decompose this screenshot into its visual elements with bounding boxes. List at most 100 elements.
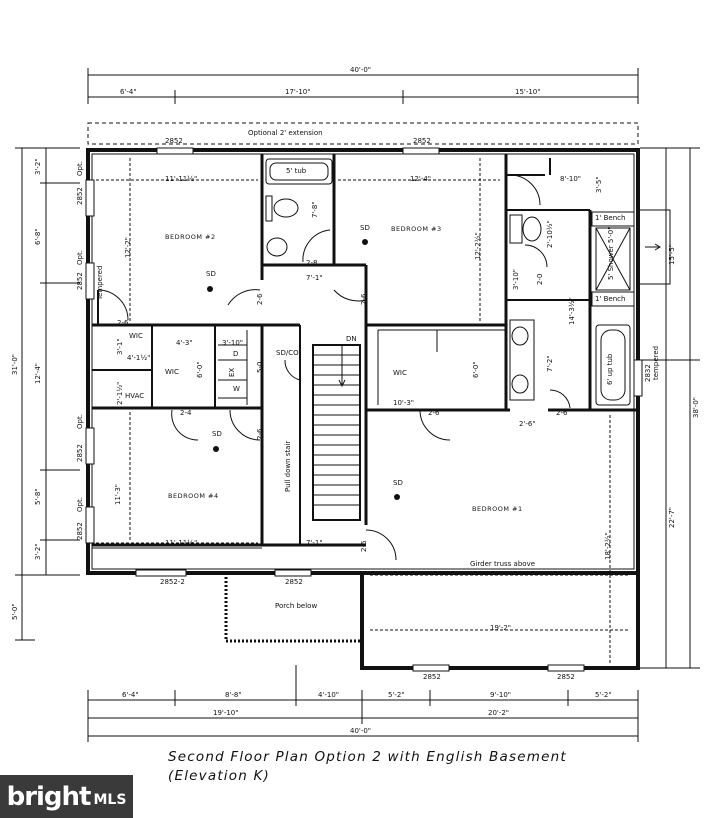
door-size: 5-0 — [256, 361, 264, 373]
dim-wic: 3'-10" — [222, 339, 244, 347]
smoke-detector-label: SD — [393, 479, 403, 487]
window-label: 2852 — [557, 673, 575, 681]
watermark-brand: bright — [6, 781, 92, 812]
dim-top-left: 6'-4" — [120, 88, 137, 96]
dim-bottom-overall: 40'-0" — [350, 727, 372, 735]
dim-wic3-width: 10'-3" — [393, 399, 415, 407]
room-bedroom-1: BEDROOM #1 — [472, 505, 523, 513]
window-label: 2852 — [76, 522, 84, 540]
dim-bedroom3-width: 12'-4" — [410, 175, 432, 183]
room-hvac: HVAC — [125, 392, 145, 400]
window-label: 2852-2 — [160, 578, 185, 586]
dim-bottom: 9'-10" — [490, 691, 512, 699]
washer-label: W — [233, 385, 240, 393]
bench-label: 1' Bench — [595, 214, 626, 222]
tempered-label: tempered — [652, 345, 660, 380]
dim-wic: 4'-1½" — [127, 354, 151, 362]
window-label: 2852 — [76, 272, 84, 290]
dim-left: 12'-4" — [34, 362, 42, 384]
opt-label: Opt. — [76, 414, 84, 429]
door-size: 2-6 — [256, 293, 264, 305]
dim-master-bath: 7'-2" — [546, 355, 554, 372]
dim-wic: 6'-0" — [196, 361, 204, 378]
room-wic: WIC — [165, 368, 179, 376]
dim-right-upper: 15'-5" — [668, 243, 676, 265]
room-bedroom-4: BEDROOM #4 — [168, 492, 219, 500]
dim-bath2: 2'-10½" — [546, 220, 554, 248]
dim-closet: 8'-10" — [560, 175, 582, 183]
door-size: 2-6 — [360, 540, 368, 552]
dim-bedroom2-depth: 12'-2" — [124, 236, 132, 258]
room-wic: WIC — [393, 369, 407, 377]
window-label: 2832 — [644, 364, 652, 382]
sd-co-label: SD/CO — [276, 349, 299, 357]
dim-bedroom1-width: 19'-2" — [490, 624, 512, 632]
brightmls-watermark: bright MLS — [0, 775, 133, 818]
dim-left: 6'-8" — [34, 228, 42, 245]
opt-label: Opt. — [76, 250, 84, 265]
window-label: 2852 — [165, 137, 183, 145]
smoke-detector-label: SD — [206, 270, 216, 278]
window-label: 2852 — [76, 187, 84, 205]
opt-label: Opt. — [76, 161, 84, 176]
watermark-suffix: MLS — [93, 791, 127, 808]
optional-extension-label: Optional 2' extension — [248, 129, 323, 137]
dim-wic3-depth: 6'-0" — [472, 361, 480, 378]
dim-hvac: 2'-1½" — [116, 381, 124, 405]
stair-down-label: DN — [346, 335, 357, 343]
opt-label: Opt. — [76, 497, 84, 512]
room-bedroom-3: BEDROOM #3 — [391, 225, 442, 233]
overall-width-top: 40'-0" — [350, 66, 372, 74]
smoke-detector-label: SD — [212, 430, 222, 438]
door-size: 2-8 — [306, 259, 318, 267]
dim-bath2: 3'-10" — [512, 268, 520, 290]
dim-bath2: 2-0 — [536, 273, 544, 285]
dim-top-middle: 17'-10" — [285, 88, 311, 96]
window-label: 2852 — [285, 578, 303, 586]
dim-bottom: 19'-10" — [213, 709, 239, 717]
door-size: 2-6 — [360, 293, 368, 305]
dim-bedroom1-depth: 18'-2½" — [604, 532, 612, 560]
dim-closet-vert: 3'-5" — [595, 176, 603, 193]
plan-caption-subtitle: (Elevation K) — [168, 768, 270, 784]
dryer-label: D — [233, 350, 239, 358]
dim-left-overall: 31'-0" — [11, 353, 19, 375]
dim-wic: 3'-1" — [116, 338, 124, 355]
door-size: 2-6 — [117, 319, 129, 327]
dim-right-overall: 38'-0" — [692, 396, 700, 418]
dim-bottom: 8'-8" — [225, 691, 242, 699]
dim-bottom: 4'-10" — [318, 691, 340, 699]
dim-left: 3'-2" — [34, 543, 42, 560]
door-size: 2-6 — [556, 409, 568, 417]
dim-bottom: 20'-2" — [488, 709, 510, 717]
dim-master-bath: 2'-6" — [519, 420, 536, 428]
door-size: 2-4 — [180, 409, 192, 417]
shower-label: 5' Shower 5'-0" — [607, 226, 615, 280]
window-label: 2852 — [423, 673, 441, 681]
window-label: 2852 — [76, 444, 84, 462]
pull-down-stair-label: Pull down stair — [284, 440, 292, 492]
dim-hall-width: 7'-1" — [306, 539, 323, 547]
dim-bedroom3-depth: 12'-2½" — [474, 232, 482, 260]
dim-left: 5'-8" — [34, 488, 42, 505]
ex-label: EX — [228, 367, 236, 377]
room-wic: WIC — [129, 332, 143, 340]
porch-label: Porch below — [275, 602, 318, 610]
dim-bedroom2-width: 11'-11½" — [165, 175, 198, 183]
smoke-detector-label: SD — [360, 224, 370, 232]
dim-master-bath: 14'-3½" — [568, 297, 576, 325]
dim-bottom: 5'-2" — [595, 691, 612, 699]
room-bedroom-2: BEDROOM #2 — [165, 233, 216, 241]
girder-truss-label: Girder truss above — [470, 560, 536, 568]
dim-bottom: 6'-4" — [122, 691, 139, 699]
up-tub-label: 6' up tub — [606, 353, 614, 385]
door-size: 2-6 — [256, 428, 264, 440]
plan-caption-title: Second Floor Plan Option 2 with English … — [168, 749, 567, 765]
dim-bedroom4-depth: 11'-3" — [114, 483, 122, 505]
tub-label: 5' tub — [286, 167, 307, 175]
bench-label: 1' Bench — [595, 295, 626, 303]
dim-left: 3'-2" — [34, 158, 42, 175]
door-size: 2-6 — [428, 409, 440, 417]
dim-bedroom4-width: 11'-11½" — [165, 539, 198, 547]
